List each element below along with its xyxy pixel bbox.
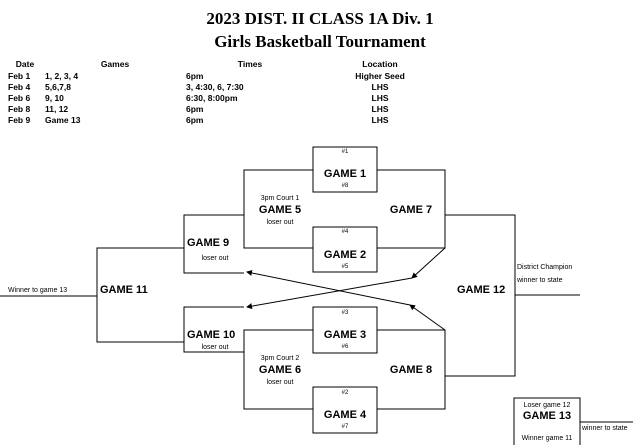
game-7-label: GAME 7 — [389, 204, 433, 216]
schedule-location-cell: LHS — [371, 82, 389, 92]
game-8-label: GAME 8 — [389, 364, 433, 376]
game-1-seed-bottom: #8 — [341, 183, 349, 189]
game-12-label: GAME 12 — [457, 284, 506, 296]
header-games: Games — [100, 59, 130, 69]
game-13-top: Loser game 12 — [523, 402, 571, 409]
header-times: Times — [237, 59, 263, 69]
game-9-sub: loser out — [201, 255, 229, 262]
game-12-out-1: District Champion — [517, 264, 573, 271]
schedule-date-cell: Feb 6 — [8, 93, 31, 103]
schedule-times-cell: 6:30, 8:00pm — [186, 93, 238, 103]
game-6-sub: loser out — [266, 379, 294, 386]
game-10-bracket — [183, 306, 244, 353]
game-4-label: GAME 4 — [323, 409, 367, 421]
schedule-games-cell: 1, 2, 3, 4 — [45, 71, 79, 81]
schedule-times-cell: 6pm — [186, 115, 204, 125]
game-1-seed-top: #1 — [341, 149, 349, 155]
game-11-bracket — [96, 247, 184, 343]
game-2-seed-top: #4 — [341, 229, 349, 235]
schedule-date-cell: Feb 8 — [8, 104, 31, 114]
schedule-times-cell: 6pm — [186, 71, 204, 81]
game-6-bracket — [243, 329, 313, 410]
game-5-label: GAME 5 — [258, 204, 302, 216]
game-11-label: GAME 11 — [100, 284, 148, 296]
schedule-date-cell: Feb 9 — [8, 115, 31, 125]
game-3-seed-top: #3 — [341, 310, 349, 316]
game-11-out: Winner to game 13 — [8, 287, 68, 294]
game-1-label: GAME 1 — [323, 168, 367, 180]
game-5-bracket — [243, 169, 313, 249]
schedule-location-cell: LHS — [371, 93, 389, 103]
game-3-label: GAME 3 — [323, 329, 367, 341]
game-10-label: GAME 10 — [187, 329, 236, 341]
schedule-location-cell: Higher Seed — [355, 71, 405, 81]
schedule-location-cell: LHS — [371, 104, 389, 114]
game-13-bottom: Winner game 11 — [521, 435, 573, 442]
schedule-games-cell: 11, 12 — [45, 104, 69, 114]
game-2-seed-bottom: #5 — [341, 264, 349, 270]
game-4-seed-top: #2 — [341, 390, 349, 396]
game-4-seed-bottom: #7 — [341, 424, 349, 430]
title-line-2: Girls Basketball Tournament — [214, 32, 426, 51]
game-10-sub: loser out — [201, 344, 229, 351]
game-13-out: winner to state — [582, 425, 628, 432]
game-5-sub: loser out — [266, 219, 294, 226]
header-date: Date — [15, 59, 35, 69]
schedule-games-cell: 5,6,7,8 — [45, 82, 71, 92]
game-8-bracket — [377, 329, 446, 410]
game-2-label: GAME 2 — [323, 249, 367, 261]
game-12-out-2: winner to state — [517, 277, 563, 284]
schedule-games-cell: Game 13 — [45, 115, 81, 125]
game-13-label: GAME 13 — [522, 410, 572, 422]
schedule-times-cell: 6pm — [186, 104, 204, 114]
schedule-date-cell: Feb 1 — [8, 71, 31, 81]
title-line-1: 2023 DIST. II CLASS 1A Div. 1 — [206, 9, 434, 28]
schedule-location-cell: LHS — [371, 115, 389, 125]
game-9-bracket — [183, 214, 244, 274]
schedule-date-cell: Feb 4 — [8, 82, 31, 92]
game-4-box — [312, 386, 378, 434]
schedule-times-cell: 3, 4:30, 6, 7:30 — [186, 82, 244, 92]
game-5-note: 3pm Court 1 — [260, 195, 300, 202]
schedule-games-cell: 9, 10 — [45, 93, 64, 103]
game-6-note: 3pm Court 2 — [260, 355, 300, 362]
game-7-bracket — [377, 169, 446, 249]
game-3-seed-bottom: #6 — [341, 344, 349, 350]
game-2-box — [312, 226, 378, 273]
game-6-label: GAME 6 — [258, 364, 302, 376]
header-location: Location — [362, 59, 398, 69]
game-9-label: GAME 9 — [187, 237, 230, 249]
